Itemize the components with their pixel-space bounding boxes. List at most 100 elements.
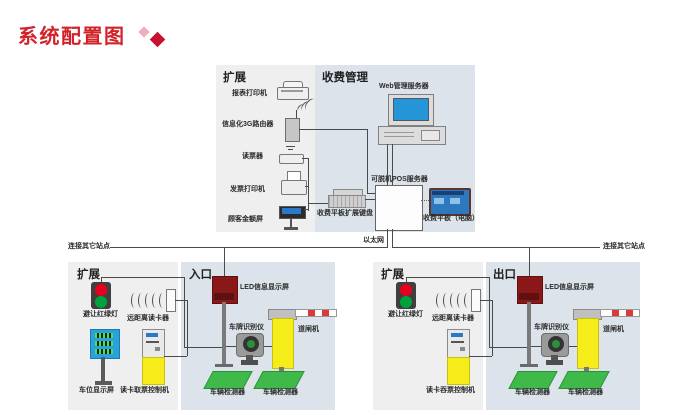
signal-arcs-icon [159,293,166,308]
camera-lens-glass [552,340,560,348]
barrier-gate-stem [279,367,284,372]
barrier-gate-label: 道闸机 [603,326,624,333]
led-pole [222,302,226,365]
wire [184,347,223,348]
traffic-light-green-lamp [400,296,412,308]
wire-exit-drop [529,247,530,276]
wire-entry-drop [224,247,225,276]
wire [489,277,490,347]
wire [387,144,388,185]
left-expand-header: 扩展 [77,269,100,281]
web-server-case-line [384,136,414,137]
wire [101,277,102,282]
invoice-printer-icon [281,180,307,195]
ethernet-line-left [110,247,388,248]
traffic-light-red-lamp [95,284,107,296]
keyboard-icon [328,195,366,208]
ticket-kiosk-screen [146,333,158,337]
parking-display-base [95,381,112,385]
camera-label: 车牌识别仪 [229,324,264,331]
barrier-gate-stem [584,367,589,372]
ticket-kiosk-label: 读卡吞票控制机 [426,387,475,394]
camera-stem [551,355,558,361]
wire [261,346,272,347]
traffic-light-label: 避让红绿灯 [388,311,423,318]
signal-arcs-icon [138,293,145,308]
camera-label: 车牌识别仪 [534,324,569,331]
wire [101,277,184,278]
wire [406,277,407,282]
led-display-label: LED信息显示屏 [545,284,594,291]
keyboard-label: 收费平板扩展键盘 [317,210,373,217]
page-title: 系统配置图 [18,26,126,48]
link-other-stations-right: 连接其它站点 [603,243,645,250]
router-label: 信息化3G路由器 [222,121,274,128]
web-server-case-line [384,132,414,133]
wire [302,158,308,159]
camera-base [546,360,563,365]
wire [367,129,368,193]
customer-screen-display [282,208,301,214]
wire [299,129,367,130]
led-pole [527,302,531,365]
led-display-label: LED信息显示屏 [240,284,289,291]
customer-screen-label: 顾客金额屏 [228,216,263,223]
signal-arcs-icon [436,293,443,308]
diamond-accent-red-icon [149,31,166,48]
vehicle-detector-label: 车辆检测器 [515,389,550,396]
wire [164,356,187,357]
traffic-light-green-lamp [95,296,107,308]
exit-header: 出口 [493,269,516,281]
wire [305,186,308,187]
fee-header: 收费管理 [322,72,368,84]
traffic-light-red-lamp [400,284,412,296]
rfid-reader-label: 远距离读卡器 [432,315,474,322]
barrier-arm-icon [295,309,337,317]
report-printer-slot [281,90,303,92]
signal-arcs-icon [457,293,464,308]
ticket-kiosk-label: 读卡取票控制机 [120,387,169,394]
tablet-screen-bar [432,191,464,195]
traffic-light-label: 避让红绿灯 [83,311,118,318]
ticket-kiosk-slot [451,341,464,343]
ticket-reader-wave-icon [286,146,295,147]
ethernet-line-right [392,247,600,248]
wire [406,277,489,278]
signal-arcs-icon [464,293,471,308]
ticket-reader-wave-icon [288,149,293,150]
wire [365,199,375,200]
wire [489,347,528,348]
customer-screen-base [284,227,298,230]
parking-display-label: 车位显示屏 [79,387,114,394]
wire [367,193,375,194]
parking-display-row [95,349,113,354]
ticket-kiosk-screen [451,333,463,337]
wire [469,356,492,357]
wire-dotted [421,200,429,201]
ethernet-trunk [392,229,393,248]
report-printer-label: 报表打印机 [232,90,267,97]
signal-arcs-icon [145,293,152,308]
web-server-screen [393,98,429,121]
customer-screen-pole [290,218,292,227]
router-antenna [296,110,297,118]
tablet-screen-tile [434,198,444,204]
ethernet-label: 以太网 [363,237,384,244]
ticket-kiosk-button [460,347,465,351]
wire [187,300,188,356]
signal-arcs-icon [131,293,138,308]
barrier-gate-label: 道闸机 [298,326,319,333]
invoice-printer-label: 发票打印机 [230,186,265,193]
web-server-label: Web管理服务器 [379,83,429,90]
report-printer-body [277,87,309,100]
entry-header: 入口 [189,269,212,281]
pos-server-label: 可脱机POS服务器 [371,176,428,183]
wire [304,209,308,210]
wire [226,346,237,347]
signal-arcs-icon [450,293,457,308]
wire [308,158,309,211]
barrier-gate-icon [577,318,599,369]
ticket-reader-icon [279,154,304,164]
led-display-lower [519,293,539,300]
